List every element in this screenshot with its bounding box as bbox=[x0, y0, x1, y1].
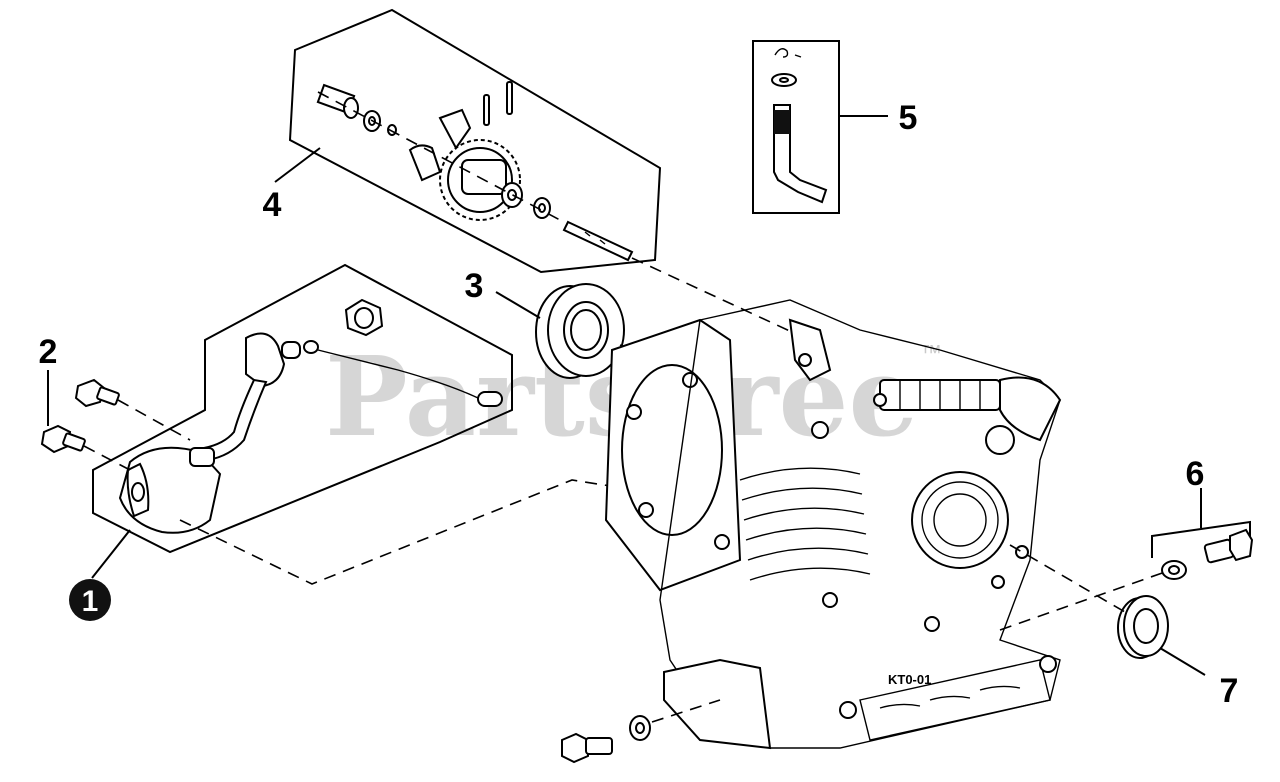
lower-drain-plug bbox=[561, 715, 651, 764]
governor-assembly-group bbox=[288, 8, 821, 346]
leader-1 bbox=[91, 529, 131, 579]
hitch-pin bbox=[774, 48, 802, 58]
sump-base bbox=[663, 655, 1057, 750]
spark-plug-nut bbox=[344, 298, 384, 337]
governor-pins bbox=[483, 81, 513, 126]
oil-seal-7 bbox=[1117, 595, 1169, 659]
drain-plug-group-6 bbox=[1151, 488, 1254, 580]
ignition-group bbox=[92, 263, 513, 554]
callout-3: 3 bbox=[465, 267, 484, 305]
callout-4: 4 bbox=[263, 186, 282, 224]
governor-shaft bbox=[562, 220, 634, 262]
governor-sleeve bbox=[316, 83, 359, 119]
engine-crankcase: KT0-01 bbox=[604, 299, 1062, 750]
drain-plug bbox=[1203, 528, 1254, 564]
callout-6: 6 bbox=[1186, 455, 1205, 493]
crankshaft-bore bbox=[822, 471, 1029, 632]
cooling-fins bbox=[739, 467, 871, 581]
governor-gear bbox=[408, 108, 523, 221]
callout-2: 2 bbox=[39, 333, 58, 371]
leader-3 bbox=[495, 291, 541, 319]
callout-7: 7 bbox=[1220, 672, 1239, 710]
ignition-coil bbox=[118, 446, 222, 534]
ground-wire-terminal bbox=[477, 391, 503, 407]
cylinder-head-area bbox=[788, 318, 1062, 455]
watermark-trademark: ™ bbox=[920, 340, 942, 365]
coil-bolt-lower bbox=[40, 424, 86, 454]
shaft-washer bbox=[771, 73, 797, 87]
governor-thrust-washer bbox=[533, 197, 551, 219]
governor-cross-shaft bbox=[773, 104, 828, 204]
casting-stamp: KT0-01 bbox=[888, 672, 931, 687]
drain-plug-washer bbox=[1161, 560, 1187, 580]
callout-1-badge bbox=[69, 579, 111, 621]
leader-4 bbox=[274, 147, 321, 183]
coil-bolt-upper bbox=[74, 378, 120, 408]
ignition-lead-wire bbox=[202, 378, 268, 462]
governor-shaft-kit-group bbox=[752, 40, 840, 214]
spark-plug-boot bbox=[245, 332, 319, 388]
oil-seal-3 bbox=[535, 283, 625, 379]
callout-5: 5 bbox=[899, 99, 918, 137]
callout-1: 1 bbox=[82, 585, 99, 618]
